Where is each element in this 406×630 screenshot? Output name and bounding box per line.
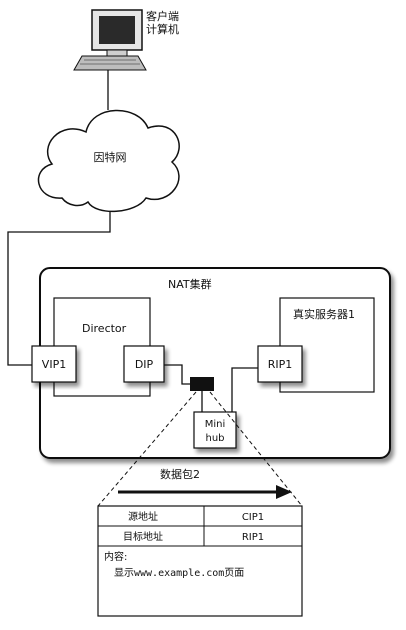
arrow-head-icon [276, 485, 292, 499]
packet-marker [190, 377, 214, 391]
cluster-title: NAT集群 [168, 277, 212, 291]
hub-label-line2: hub [205, 433, 224, 444]
internet-to-vip-link [7, 212, 111, 366]
client-label-line2: 计算机 [146, 22, 179, 36]
vip1-interface [31, 345, 77, 383]
director-label: Director [82, 322, 127, 335]
client-label-line1: 客户端 [146, 9, 179, 23]
vip1-label: VIP1 [42, 358, 66, 371]
internet-label: 因特网 [94, 150, 127, 164]
rip1-label: RIP1 [268, 358, 293, 371]
real-server-label: 真实服务器1 [293, 307, 355, 321]
packet-title: 数据包2 [160, 467, 200, 481]
rip1-interface [257, 345, 303, 383]
packet-content-label: 内容: [104, 550, 127, 563]
packet-value-dest: RIP1 [242, 532, 264, 543]
packet-field-dest: 目标地址 [123, 530, 163, 543]
real-server-box [279, 297, 375, 393]
callout-line-right [209, 391, 303, 507]
packet-content-text: 显示www.example.com页面 [114, 567, 244, 579]
packet-value-source: CIP1 [242, 512, 264, 523]
packet-table [97, 505, 303, 617]
hub-label-line1: Mini [205, 419, 226, 430]
packet-field-source: 源地址 [128, 510, 158, 523]
dip-label: DIP [135, 358, 154, 371]
mini-hub-box [193, 411, 237, 449]
client-computer-icon [73, 9, 147, 71]
dip-to-hub-link [164, 364, 190, 385]
hub-to-rip-link [231, 367, 258, 418]
dip-interface [123, 345, 165, 383]
internet-cloud-icon [37, 109, 180, 213]
